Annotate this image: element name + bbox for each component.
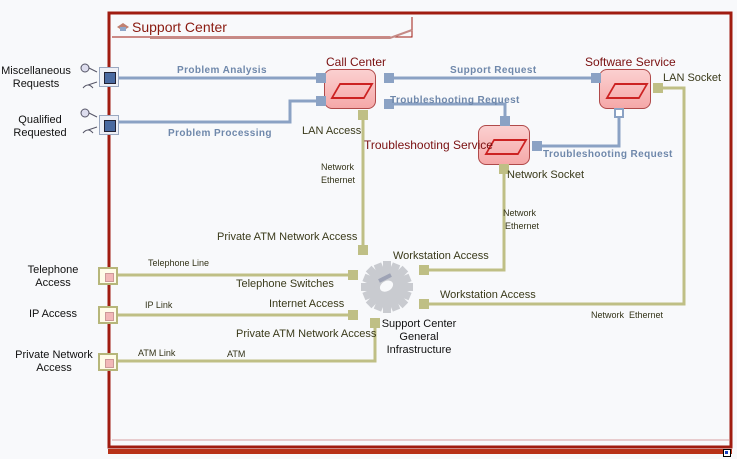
resize-handle[interactable] bbox=[723, 449, 731, 457]
label-workstation-access-2: Workstation Access bbox=[440, 289, 536, 301]
label-private-atm-top: Private ATM Network Access bbox=[217, 231, 358, 243]
port-call-center-in-1[interactable] bbox=[316, 73, 326, 83]
port-call-center-out-2[interactable] bbox=[384, 99, 394, 109]
port-software-bottom[interactable] bbox=[614, 108, 624, 118]
label-line: Telephone bbox=[27, 264, 79, 276]
service-connectors bbox=[118, 76, 621, 148]
link-troubleshooting-ethernet bbox=[428, 168, 506, 272]
port-telephone-access[interactable] bbox=[98, 267, 118, 285]
label-telephone-switches: Telephone Switches bbox=[236, 278, 334, 290]
label-line: Qualified bbox=[18, 114, 62, 126]
link-atm bbox=[118, 325, 377, 363]
label-problem-processing: Problem Processing bbox=[168, 128, 272, 139]
port-troubleshooting-network[interactable] bbox=[499, 164, 509, 174]
label-line: Support Center bbox=[381, 318, 457, 330]
service-icon bbox=[605, 83, 649, 99]
label-private-network-access: Private Network Access bbox=[8, 349, 100, 375]
label-line: Private Network bbox=[15, 349, 93, 361]
port-software-lan[interactable] bbox=[653, 83, 663, 93]
link-troubleshooting-request-2 bbox=[540, 114, 621, 148]
port-infra-private-atm-top[interactable] bbox=[358, 245, 368, 255]
label-software-service: Software Service bbox=[585, 55, 676, 69]
misc-requests-interface-icons bbox=[80, 63, 98, 134]
label-atm-link: ATM Link bbox=[138, 348, 176, 358]
label-telephone-line: Telephone Line bbox=[148, 258, 210, 268]
label-line: Network bbox=[503, 208, 537, 218]
port-software-in[interactable] bbox=[591, 73, 601, 83]
label-line: Access bbox=[35, 277, 71, 289]
label-workstation-access-1: Workstation Access bbox=[393, 250, 489, 262]
component-call-center[interactable] bbox=[324, 69, 376, 109]
label-line: Miscellaneous bbox=[1, 65, 71, 77]
port-qualified-requested[interactable] bbox=[99, 115, 119, 135]
interface-icon bbox=[104, 72, 116, 84]
port-infra-telephone[interactable] bbox=[348, 270, 358, 280]
service-icon bbox=[330, 83, 374, 99]
port-infra-private-atm-bottom[interactable] bbox=[370, 318, 380, 328]
label-line: Access bbox=[36, 362, 72, 374]
label-troubleshooting-request-1: Troubleshooting Request bbox=[390, 95, 520, 106]
label-private-atm-bottom: Private ATM Network Access bbox=[236, 328, 377, 340]
port-miscellaneous-requests[interactable] bbox=[99, 67, 119, 87]
link-troubleshooting-request-1 bbox=[388, 102, 507, 117]
label-internet-access: Internet Access bbox=[269, 298, 345, 310]
port-infra-workstation-1[interactable] bbox=[419, 265, 429, 275]
port-infra-internet[interactable] bbox=[348, 310, 358, 320]
label-line: Ethernet bbox=[505, 221, 540, 231]
label-telephone-access: Telephone Access bbox=[20, 264, 86, 290]
label-network-ethernet-1: Network Ethernet bbox=[321, 161, 355, 187]
port-troubleshooting-right[interactable] bbox=[532, 141, 542, 151]
component-software-service[interactable] bbox=[599, 69, 651, 109]
label-line: Infrastructure bbox=[386, 344, 452, 356]
port-troubleshooting-top[interactable] bbox=[500, 116, 510, 126]
label-line: Network bbox=[321, 162, 355, 172]
label-line: Requests bbox=[12, 78, 60, 90]
label-line: Requested bbox=[13, 127, 67, 139]
link-problem-processing bbox=[118, 99, 318, 124]
label-support-request: Support Request bbox=[450, 65, 537, 76]
label-problem-analysis: Problem Analysis bbox=[177, 65, 267, 76]
label-lan-access: LAN Access bbox=[302, 125, 362, 137]
component-icon bbox=[117, 23, 129, 31]
label-infrastructure: Support Center General Infrastructure bbox=[378, 318, 460, 357]
label-line: Ethernet bbox=[321, 175, 356, 185]
label-qualified-requested: Qualified Requested bbox=[10, 114, 70, 140]
label-network-ethernet-3: Network Ethernet bbox=[591, 310, 664, 320]
label-atm: ATM bbox=[227, 349, 246, 359]
port-call-center-lan[interactable] bbox=[358, 110, 368, 120]
port-infra-workstation-2[interactable] bbox=[419, 299, 429, 309]
port-call-center-in-2[interactable] bbox=[316, 96, 326, 106]
label-line: IP Access bbox=[28, 308, 78, 320]
label-network-socket: Network Socket bbox=[507, 169, 585, 181]
label-troubleshooting-service: Troubleshooting Service bbox=[364, 138, 493, 152]
interface-icon bbox=[104, 120, 116, 132]
label-ip-access: IP Access bbox=[20, 308, 86, 321]
diagram-title: Support Center bbox=[132, 19, 227, 35]
gear-icon[interactable] bbox=[361, 261, 413, 313]
label-lan-socket: LAN Socket bbox=[663, 72, 722, 84]
port-call-center-out-1[interactable] bbox=[384, 73, 394, 83]
link-software-ethernet bbox=[428, 86, 686, 306]
label-network-ethernet-2: Network Ethernet bbox=[503, 207, 539, 233]
network-connectors bbox=[118, 86, 686, 363]
resize-icon bbox=[725, 451, 728, 454]
label-call-center: Call Center bbox=[326, 55, 387, 69]
port-ip-access[interactable] bbox=[98, 306, 118, 324]
port-private-network-access[interactable] bbox=[98, 353, 118, 371]
label-miscellaneous-requests: Miscellaneous Requests bbox=[0, 65, 72, 91]
label-line: General bbox=[399, 331, 439, 343]
label-troubleshooting-request-2: Troubleshooting Request bbox=[543, 149, 673, 160]
label-ip-link: IP Link bbox=[145, 300, 173, 310]
